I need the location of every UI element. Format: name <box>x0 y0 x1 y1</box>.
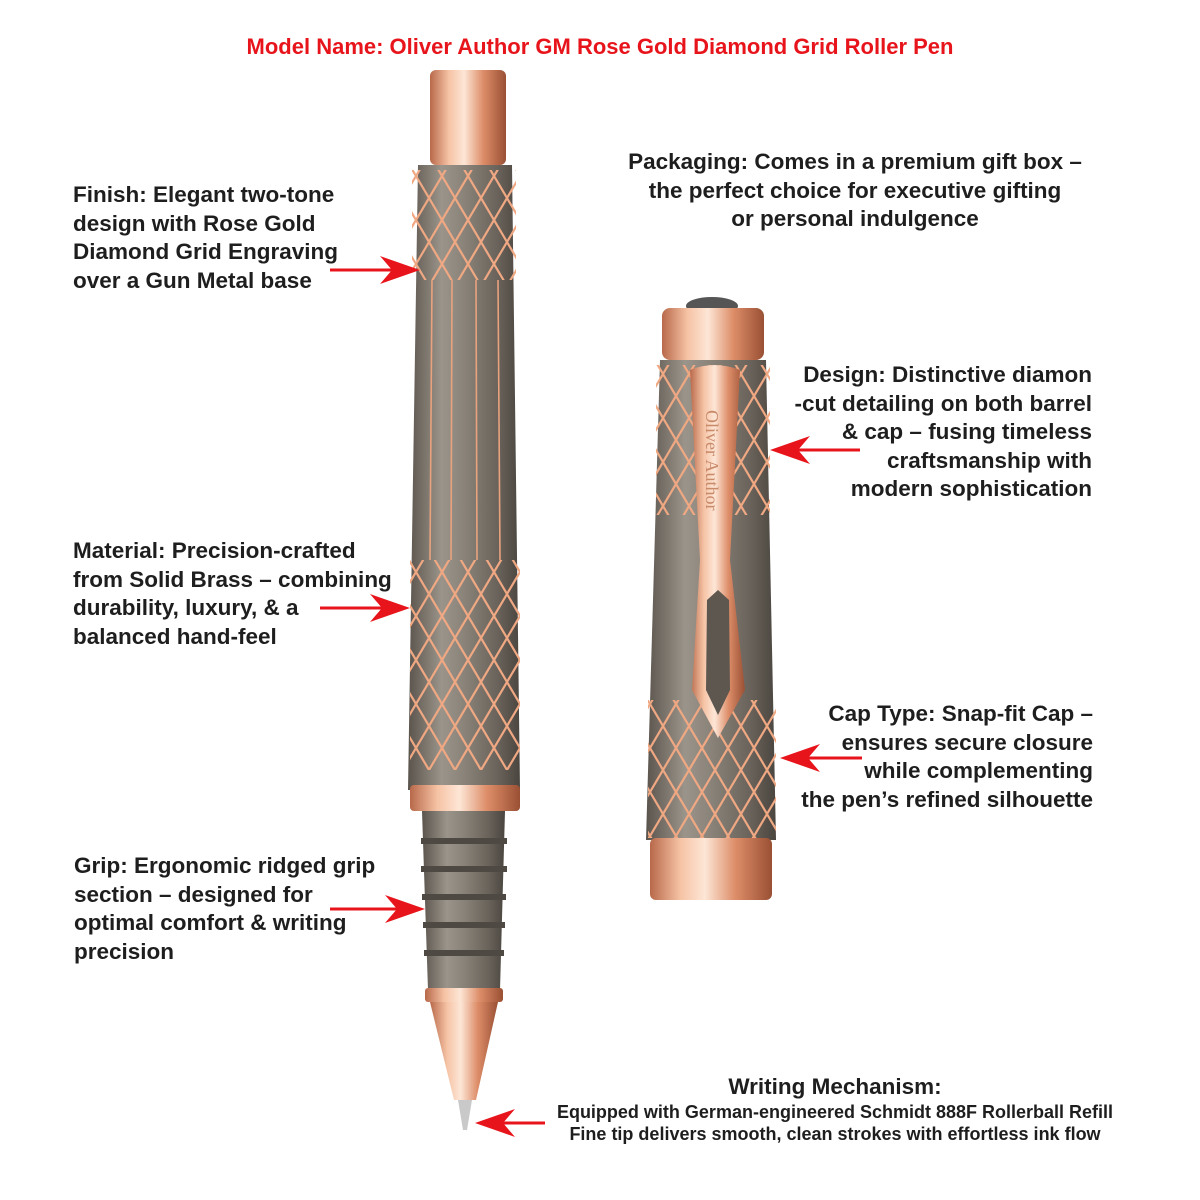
writing-line: Fine tip delivers smooth, clean strokes … <box>569 1124 1101 1144</box>
grip-line: Grip: Ergonomic ridged grip <box>74 853 376 878</box>
finish-arrow-icon <box>330 256 420 284</box>
design-line: craftsmanship with <box>886 447 1092 473</box>
callout-arrows <box>320 256 862 1137</box>
writing-line: Equipped with German-engineered Schmidt … <box>556 1102 1114 1122</box>
design-arrow-icon <box>770 436 860 464</box>
cap-type-line: ensures secure closure <box>841 729 1093 755</box>
material-line: balanced hand-feel <box>73 623 277 649</box>
design-callout: Design: Distinctive diamon -cut detailin… <box>795 361 1093 504</box>
packaging-line: Packaging: Comes in a premium gift box – <box>628 149 1082 174</box>
material-line: from Solid Brass – combining <box>73 566 392 592</box>
packaging-line: the perfect choice for executive gifting <box>648 177 1062 203</box>
writing-arrow-icon <box>475 1109 545 1137</box>
grip-callout: Grip: Ergonomic ridged grip section – de… <box>74 852 375 966</box>
packaging-line: or personal indulgence <box>731 206 979 232</box>
cap-type-callout: Cap Type: Snap-fit Cap – ensures secure … <box>801 700 1093 814</box>
cap-type-line: the pen’s refined silhouette <box>801 786 1093 812</box>
pen-cap: Oliver Author <box>646 297 776 900</box>
pen-barrel <box>408 70 520 1130</box>
design-line: Design: Distinctive diamon <box>803 362 1092 387</box>
design-line: -cut detailing on both barrel <box>794 390 1093 416</box>
design-line: & cap – fusing timeless <box>841 419 1092 445</box>
writing-mechanism-callout: Writing Mechanism: Equipped with German-… <box>530 1073 1140 1145</box>
material-line: Material: Precision-crafted <box>73 538 356 563</box>
grip-arrow-icon <box>330 895 425 923</box>
material-arrow-icon <box>320 594 410 622</box>
design-line: modern sophistication <box>850 476 1092 502</box>
packaging-callout: Packaging: Comes in a premium gift box –… <box>600 148 1110 234</box>
grip-line: optimal comfort & writing <box>74 910 347 936</box>
finish-line: Finish: Elegant two-tone <box>73 182 335 207</box>
grip-line: section – designed for <box>74 881 313 907</box>
cap-type-line: while complementing <box>864 758 1093 784</box>
material-line: durability, luxury, & a <box>73 595 299 621</box>
writing-heading: Writing Mechanism: <box>728 1074 942 1099</box>
grip-line: precision <box>74 938 175 964</box>
material-callout: Material: Precision-crafted from Solid B… <box>73 537 392 651</box>
finish-line: over a Gun Metal base <box>73 267 312 293</box>
cap-type-line: Cap Type: Snap-fit Cap – <box>828 701 1093 726</box>
finish-line: design with Rose Gold <box>73 210 316 236</box>
oliver-author-engraving: Oliver Author <box>702 410 722 511</box>
finish-callout: Finish: Elegant two-tone design with Ros… <box>73 181 338 295</box>
page-title: Model Name: Oliver Author GM Rose Gold D… <box>246 34 954 59</box>
cap-type-arrow-icon <box>780 744 862 772</box>
finish-line: Diamond Grid Engraving <box>73 239 339 265</box>
